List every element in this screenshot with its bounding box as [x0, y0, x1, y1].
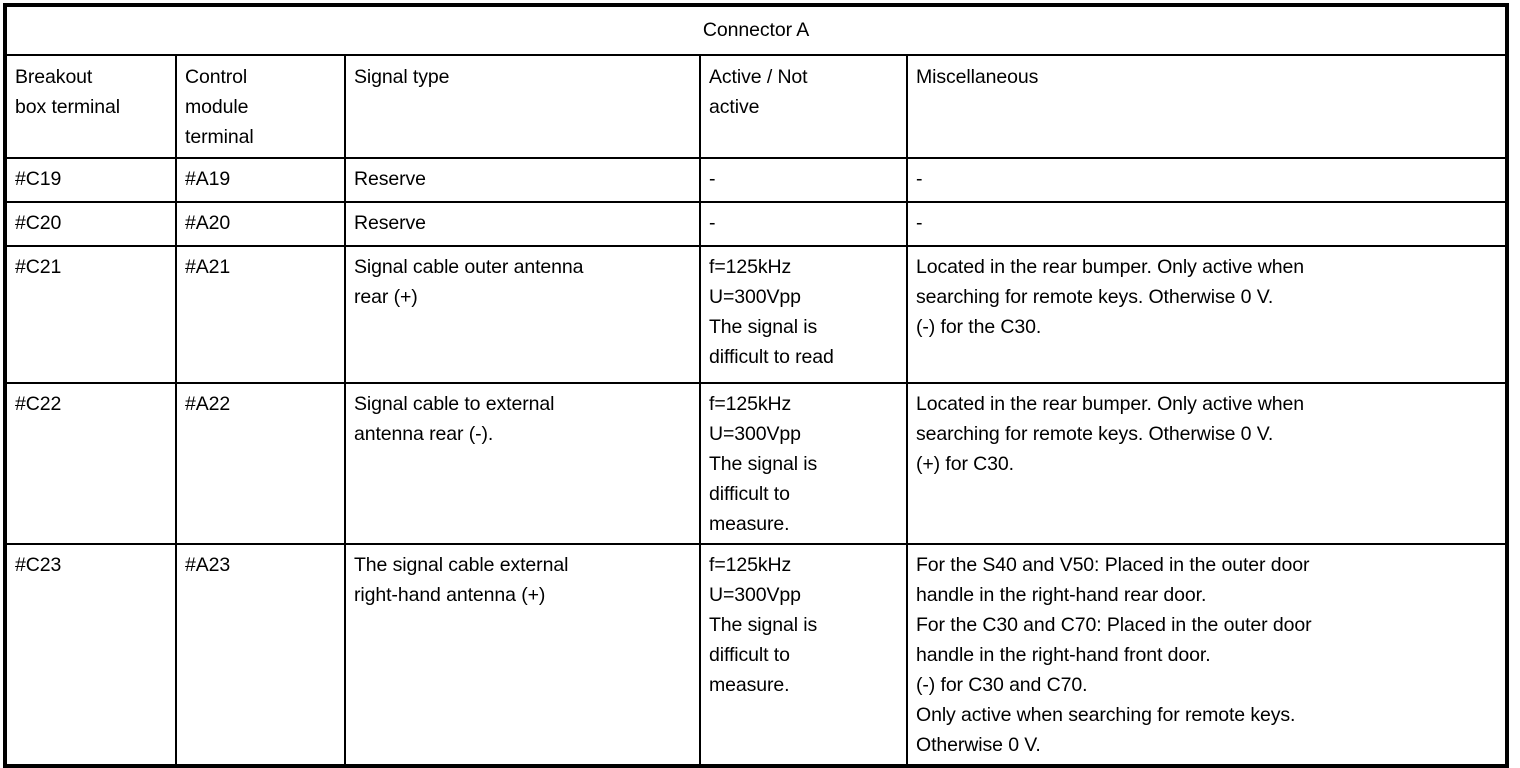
table-row: #C21 #A21 Signal cable outer antenna rea… [4, 245, 1508, 384]
cell-control-module-terminal: #A19 [175, 157, 346, 203]
cell-miscellaneous: Located in the rear bumper. Only active … [906, 245, 1508, 384]
column-header-miscellaneous: Miscellaneous [906, 54, 1508, 159]
cell-control-module-terminal: #A20 [175, 201, 346, 247]
cell-signal-type: The signal cable external right-hand ant… [344, 543, 701, 767]
cell-active-not-active: f=125kHz U=300Vpp The signal is difficul… [699, 245, 908, 384]
cell-signal-type: Signal cable to external antenna rear (-… [344, 382, 701, 545]
cell-active-not-active: f=125kHz U=300Vpp The signal is difficul… [699, 382, 908, 545]
table-title: Connector A [4, 4, 1508, 56]
column-header-control-module-terminal: Control module terminal [175, 54, 346, 159]
cell-signal-type: Reserve [344, 157, 701, 203]
column-header-breakout-box-terminal: Breakout box terminal [4, 54, 177, 159]
cell-breakout-box-terminal: #C20 [4, 201, 177, 247]
cell-active-not-active: - [699, 157, 908, 203]
cell-breakout-box-terminal: #C22 [4, 382, 177, 545]
connector-a-table: Connector A Breakout box terminal Contro… [3, 3, 1509, 768]
cell-signal-type: Signal cable outer antenna rear (+) [344, 245, 701, 384]
column-header-active-not-active: Active / Not active [699, 54, 908, 159]
cell-control-module-terminal: #A22 [175, 382, 346, 545]
cell-miscellaneous: For the S40 and V50: Placed in the outer… [906, 543, 1508, 767]
table-row: #C19 #A19 Reserve - - [4, 157, 1508, 203]
cell-active-not-active: f=125kHz U=300Vpp The signal is difficul… [699, 543, 908, 767]
cell-breakout-box-terminal: #C23 [4, 543, 177, 767]
cell-miscellaneous: Located in the rear bumper. Only active … [906, 382, 1508, 545]
table-header-row: Breakout box terminal Control module ter… [4, 54, 1508, 159]
column-header-signal-type: Signal type [344, 54, 701, 159]
cell-miscellaneous: - [906, 201, 1508, 247]
table-row: #C20 #A20 Reserve - - [4, 201, 1508, 247]
cell-control-module-terminal: #A21 [175, 245, 346, 384]
cell-active-not-active: - [699, 201, 908, 247]
cell-breakout-box-terminal: #C21 [4, 245, 177, 384]
table-title-row: Connector A [4, 4, 1508, 56]
cell-signal-type: Reserve [344, 201, 701, 247]
cell-breakout-box-terminal: #C19 [4, 157, 177, 203]
table-row: #C22 #A22 Signal cable to external anten… [4, 382, 1508, 545]
cell-control-module-terminal: #A23 [175, 543, 346, 767]
table-row: #C23 #A23 The signal cable external righ… [4, 543, 1508, 767]
cell-miscellaneous: - [906, 157, 1508, 203]
